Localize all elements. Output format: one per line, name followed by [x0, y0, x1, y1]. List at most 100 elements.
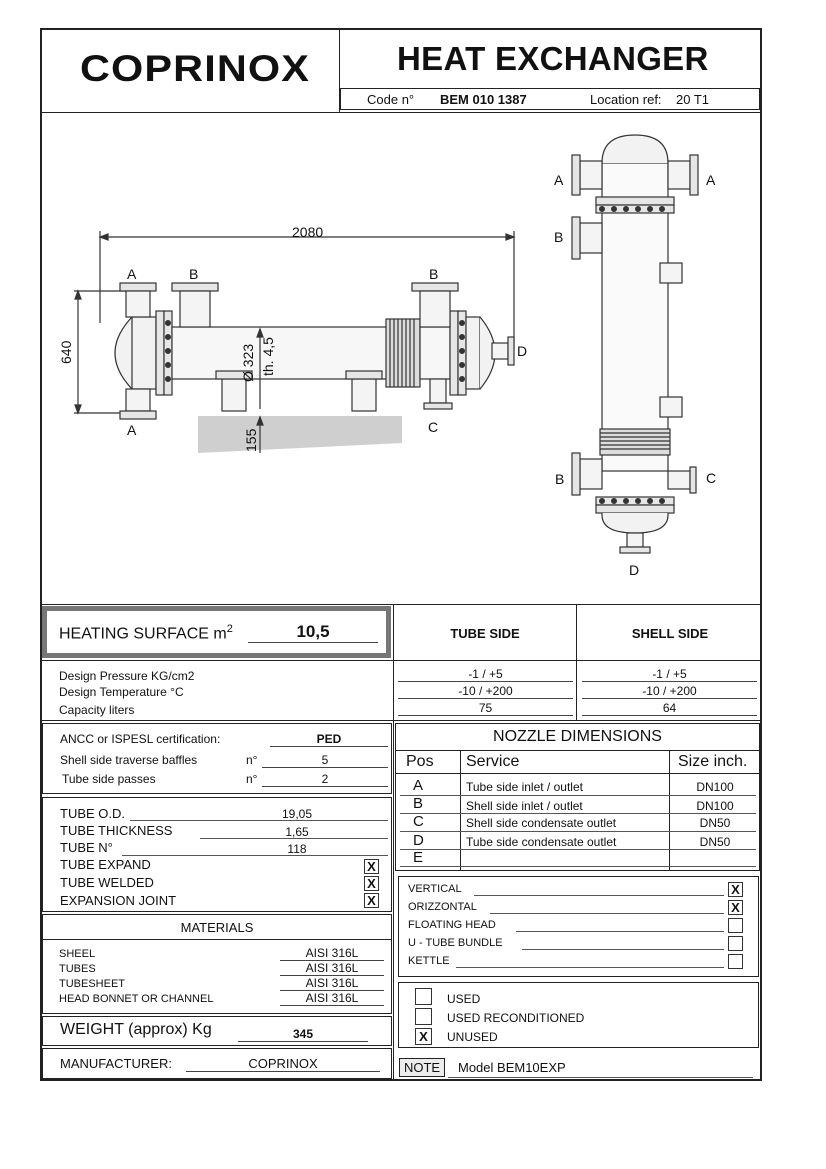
type-floating-head-line [516, 931, 724, 932]
document-title: HEAT EXCHANGER [397, 40, 709, 77]
tube-thickness-label: TUBE THICKNESS [60, 823, 173, 838]
nozzle-table-title: NOZZLE DIMENSIONS [493, 728, 662, 745]
nozzle-row-d-size: DN50 [699, 835, 731, 849]
header-divider [339, 28, 340, 112]
nozzle-label-b-right: B [429, 266, 439, 282]
thickness-dimension: th. 4,5 [260, 337, 276, 376]
material-tubesheet-value: AISI 316L [280, 976, 384, 991]
vertical-label-a-left: A [554, 172, 564, 188]
vertical-label-c: C [706, 470, 717, 486]
sheet-frame [40, 28, 762, 1081]
nozzle-row-b-service: Shell side inlet / outlet [466, 799, 583, 813]
tube-welded-checkbox[interactable]: X [364, 876, 379, 891]
code-bar [340, 88, 760, 110]
nozzle-title-line [395, 750, 760, 751]
condition-unused-checkbox[interactable]: X [415, 1028, 432, 1045]
materials-title: MATERIALS [180, 920, 254, 935]
nozzle-row-c-pos: C [413, 813, 424, 830]
note-label: NOTE [399, 1058, 445, 1077]
type-vertical-checkbox[interactable]: X [728, 882, 743, 897]
vertical-label-a-right: A [706, 172, 716, 188]
nozzle-row-d-service: Tube side condensate outlet [466, 835, 617, 849]
condition-used-label: USED [447, 992, 481, 1006]
type-u-tube-label: U - TUBE BUNDLE [408, 937, 503, 949]
vertical-label-d: D [629, 562, 640, 578]
technical-drawing [74, 134, 699, 554]
tube-expand-checkbox[interactable]: X [364, 859, 379, 874]
nozzle-row-a-pos: A [413, 777, 424, 794]
type-horizontal-label: ORIZZONTAL [408, 901, 477, 913]
note-line [448, 1077, 753, 1078]
type-vertical-line [474, 895, 724, 896]
type-floating-head-label: FLOATING HEAD [408, 919, 496, 931]
shell-pressure: -1 / +5 [582, 667, 757, 682]
horizontal-exchanger-drawing [74, 231, 516, 453]
nozzle-col-divider-2 [669, 750, 670, 870]
tube-od-value: 19,05 [281, 807, 313, 821]
nozzle-label-b-left: B [189, 266, 199, 282]
type-horizontal-line [490, 913, 724, 914]
type-floating-head-checkbox[interactable] [728, 918, 743, 933]
tube-welded-label: TUBE WELDED [60, 875, 154, 890]
tube-side-header: TUBE SIDE [450, 626, 520, 641]
material-tubes-label: TUBES [59, 963, 96, 975]
weight-value: 345 [238, 1027, 368, 1042]
vertical-label-b-bottom: B [555, 471, 565, 487]
material-head-label: HEAD BONNET OR CHANNEL [59, 993, 214, 1005]
baffles-label: Shell side traverse baffles [60, 753, 198, 767]
manufacturer-label: MANUFACTURER: [60, 1056, 172, 1071]
side-divider [576, 604, 577, 720]
weight-box [42, 1016, 392, 1046]
nozzle-label-c: C [428, 419, 439, 435]
materials-box [42, 914, 392, 1014]
tube-od-line [130, 820, 388, 821]
baffles-n: n° [246, 753, 258, 767]
table-center-divider [393, 604, 394, 1081]
code-value: BEM 010 1387 [440, 92, 527, 107]
nozzle-col-divider-1 [460, 750, 461, 870]
shell-side-header: SHELL SIDE [631, 626, 709, 641]
nozzle-row-b-pos: B [413, 795, 424, 812]
condition-used-checkbox[interactable] [415, 988, 432, 1005]
passes-n: n° [246, 772, 258, 786]
length-dimension: 2080 [292, 224, 324, 240]
nozzle-row-c-service: Shell side condensate outlet [466, 816, 617, 830]
heating-surface-value: 10,5 [248, 622, 378, 643]
nozzle-row-a-size: DN100 [696, 780, 734, 794]
note-value: Model BEM10EXP [458, 1060, 566, 1075]
header-bottom-line [40, 112, 762, 113]
certification-box [42, 723, 392, 794]
expansion-joint-checkbox[interactable]: X [364, 893, 379, 908]
tube-pressure: -1 / +5 [398, 667, 573, 682]
condition-reconditioned-label: USED RECONDITIONED [447, 1011, 585, 1025]
condition-reconditioned-checkbox[interactable] [415, 1008, 432, 1025]
vertical-label-b-top: B [554, 229, 564, 245]
type-kettle-label: KETTLE [408, 955, 450, 967]
design-pressure-label: Design Pressure KG/cm2 [59, 669, 195, 683]
nozzle-label-a-bottom: A [127, 422, 137, 438]
vertical-exchanger-drawing [571, 134, 699, 554]
tube-thickness-line [200, 838, 388, 839]
nozzle-label-a-top: A [127, 266, 137, 282]
design-temperature-label: Design Temperature °C [59, 685, 184, 699]
nozzle-row-e-pos: E [413, 849, 424, 866]
nozzle-row-e-line [400, 866, 756, 867]
material-shell-value: AISI 316L [280, 946, 384, 961]
type-u-tube-checkbox[interactable] [728, 936, 743, 951]
manufacturer-value: COPRINOX [186, 1056, 380, 1072]
design-top-line [40, 660, 762, 661]
height-dimension: 640 [58, 340, 74, 364]
weight-label: WEIGHT (approx) Kg [60, 1021, 212, 1038]
code-label: Code n° [367, 92, 415, 107]
shell-temperature: -10 / +200 [582, 684, 757, 699]
type-u-tube-line [522, 949, 724, 950]
type-horizontal-checkbox[interactable]: X [728, 900, 743, 915]
design-bottom-line [40, 720, 762, 721]
capacity-label: Capacity liters [59, 703, 135, 717]
type-vertical-label: VERTICAL [408, 883, 462, 895]
shell-capacity: 64 [582, 701, 757, 716]
baffles-value: 5 [262, 753, 388, 768]
tube-box [42, 797, 392, 912]
nozzle-row-d-line [400, 849, 756, 850]
type-kettle-checkbox[interactable] [728, 954, 743, 969]
